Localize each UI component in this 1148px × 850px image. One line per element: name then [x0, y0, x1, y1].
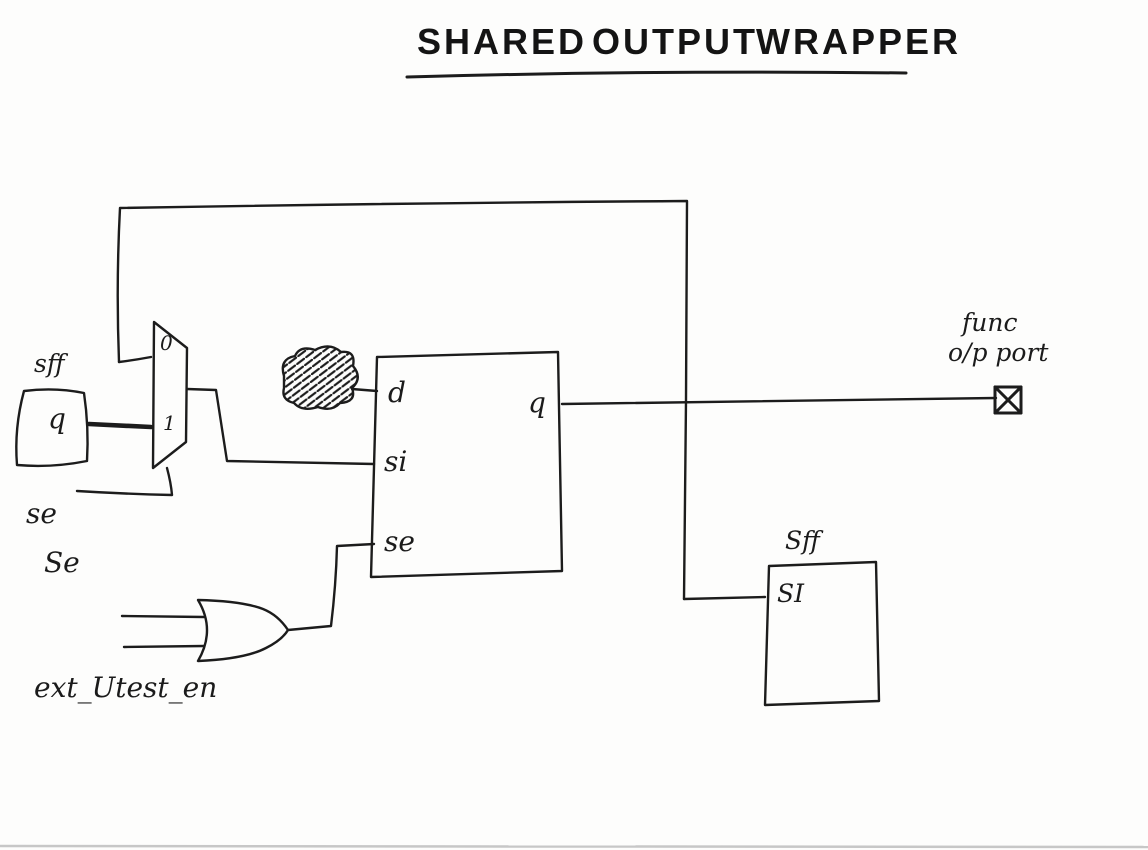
title-underline [405, 70, 908, 79]
func-output-port-icon [993, 385, 1023, 415]
or-input-se-label: Se [44, 546, 80, 579]
mux-select-wire [75, 466, 174, 497]
title-word-output: OUTPUT [592, 21, 758, 62]
func-port-label-line2: o/p port [948, 338, 1049, 367]
or-input-bottom-wire [122, 644, 206, 649]
q-output-wire [560, 396, 998, 406]
title-word-shared: SHARED [417, 21, 587, 62]
left-sff-label: sff [34, 349, 69, 378]
mux [151, 320, 189, 470]
mux-input0-label: 0 [160, 331, 173, 355]
right-sff-label: Sff [785, 526, 824, 555]
ff-si-label: si [384, 445, 407, 478]
branch-to-right-sff-wire [682, 595, 767, 601]
left-sff-q-label: q [48, 402, 66, 435]
ff-se-label: se [384, 525, 415, 558]
left-sff-box [15, 388, 89, 468]
or-output-wire [286, 542, 376, 632]
ff-q-label: q [528, 386, 546, 419]
feedback-to-mux-wire [117, 355, 153, 364]
right-sff-si-label: SI [777, 579, 805, 608]
or-input-top-wire [120, 614, 206, 619]
ff-d-label: d [388, 376, 406, 409]
func-port-label-line1: func [960, 308, 1017, 337]
mux-select-se-label: se [26, 497, 57, 530]
sff-q-to-mux-wire [86, 421, 154, 430]
feedback-wire [116, 199, 689, 601]
page-bottom-edge [0, 844, 1148, 849]
mux-input1-label: 1 [163, 411, 176, 435]
logic-cloud-icon [281, 345, 359, 410]
or-input-ext-label: ext_Utest_en [34, 671, 217, 704]
right-sff-box [763, 560, 881, 707]
title-word-wrapper: WRAPPER [756, 21, 961, 62]
or-gate-icon [196, 598, 290, 663]
page-title: SHARED OUTPUT WRAPPER [417, 21, 961, 62]
cloud-to-d-wire [350, 387, 379, 393]
mux-output-wire [185, 387, 376, 466]
scan-ff-box [369, 350, 564, 579]
